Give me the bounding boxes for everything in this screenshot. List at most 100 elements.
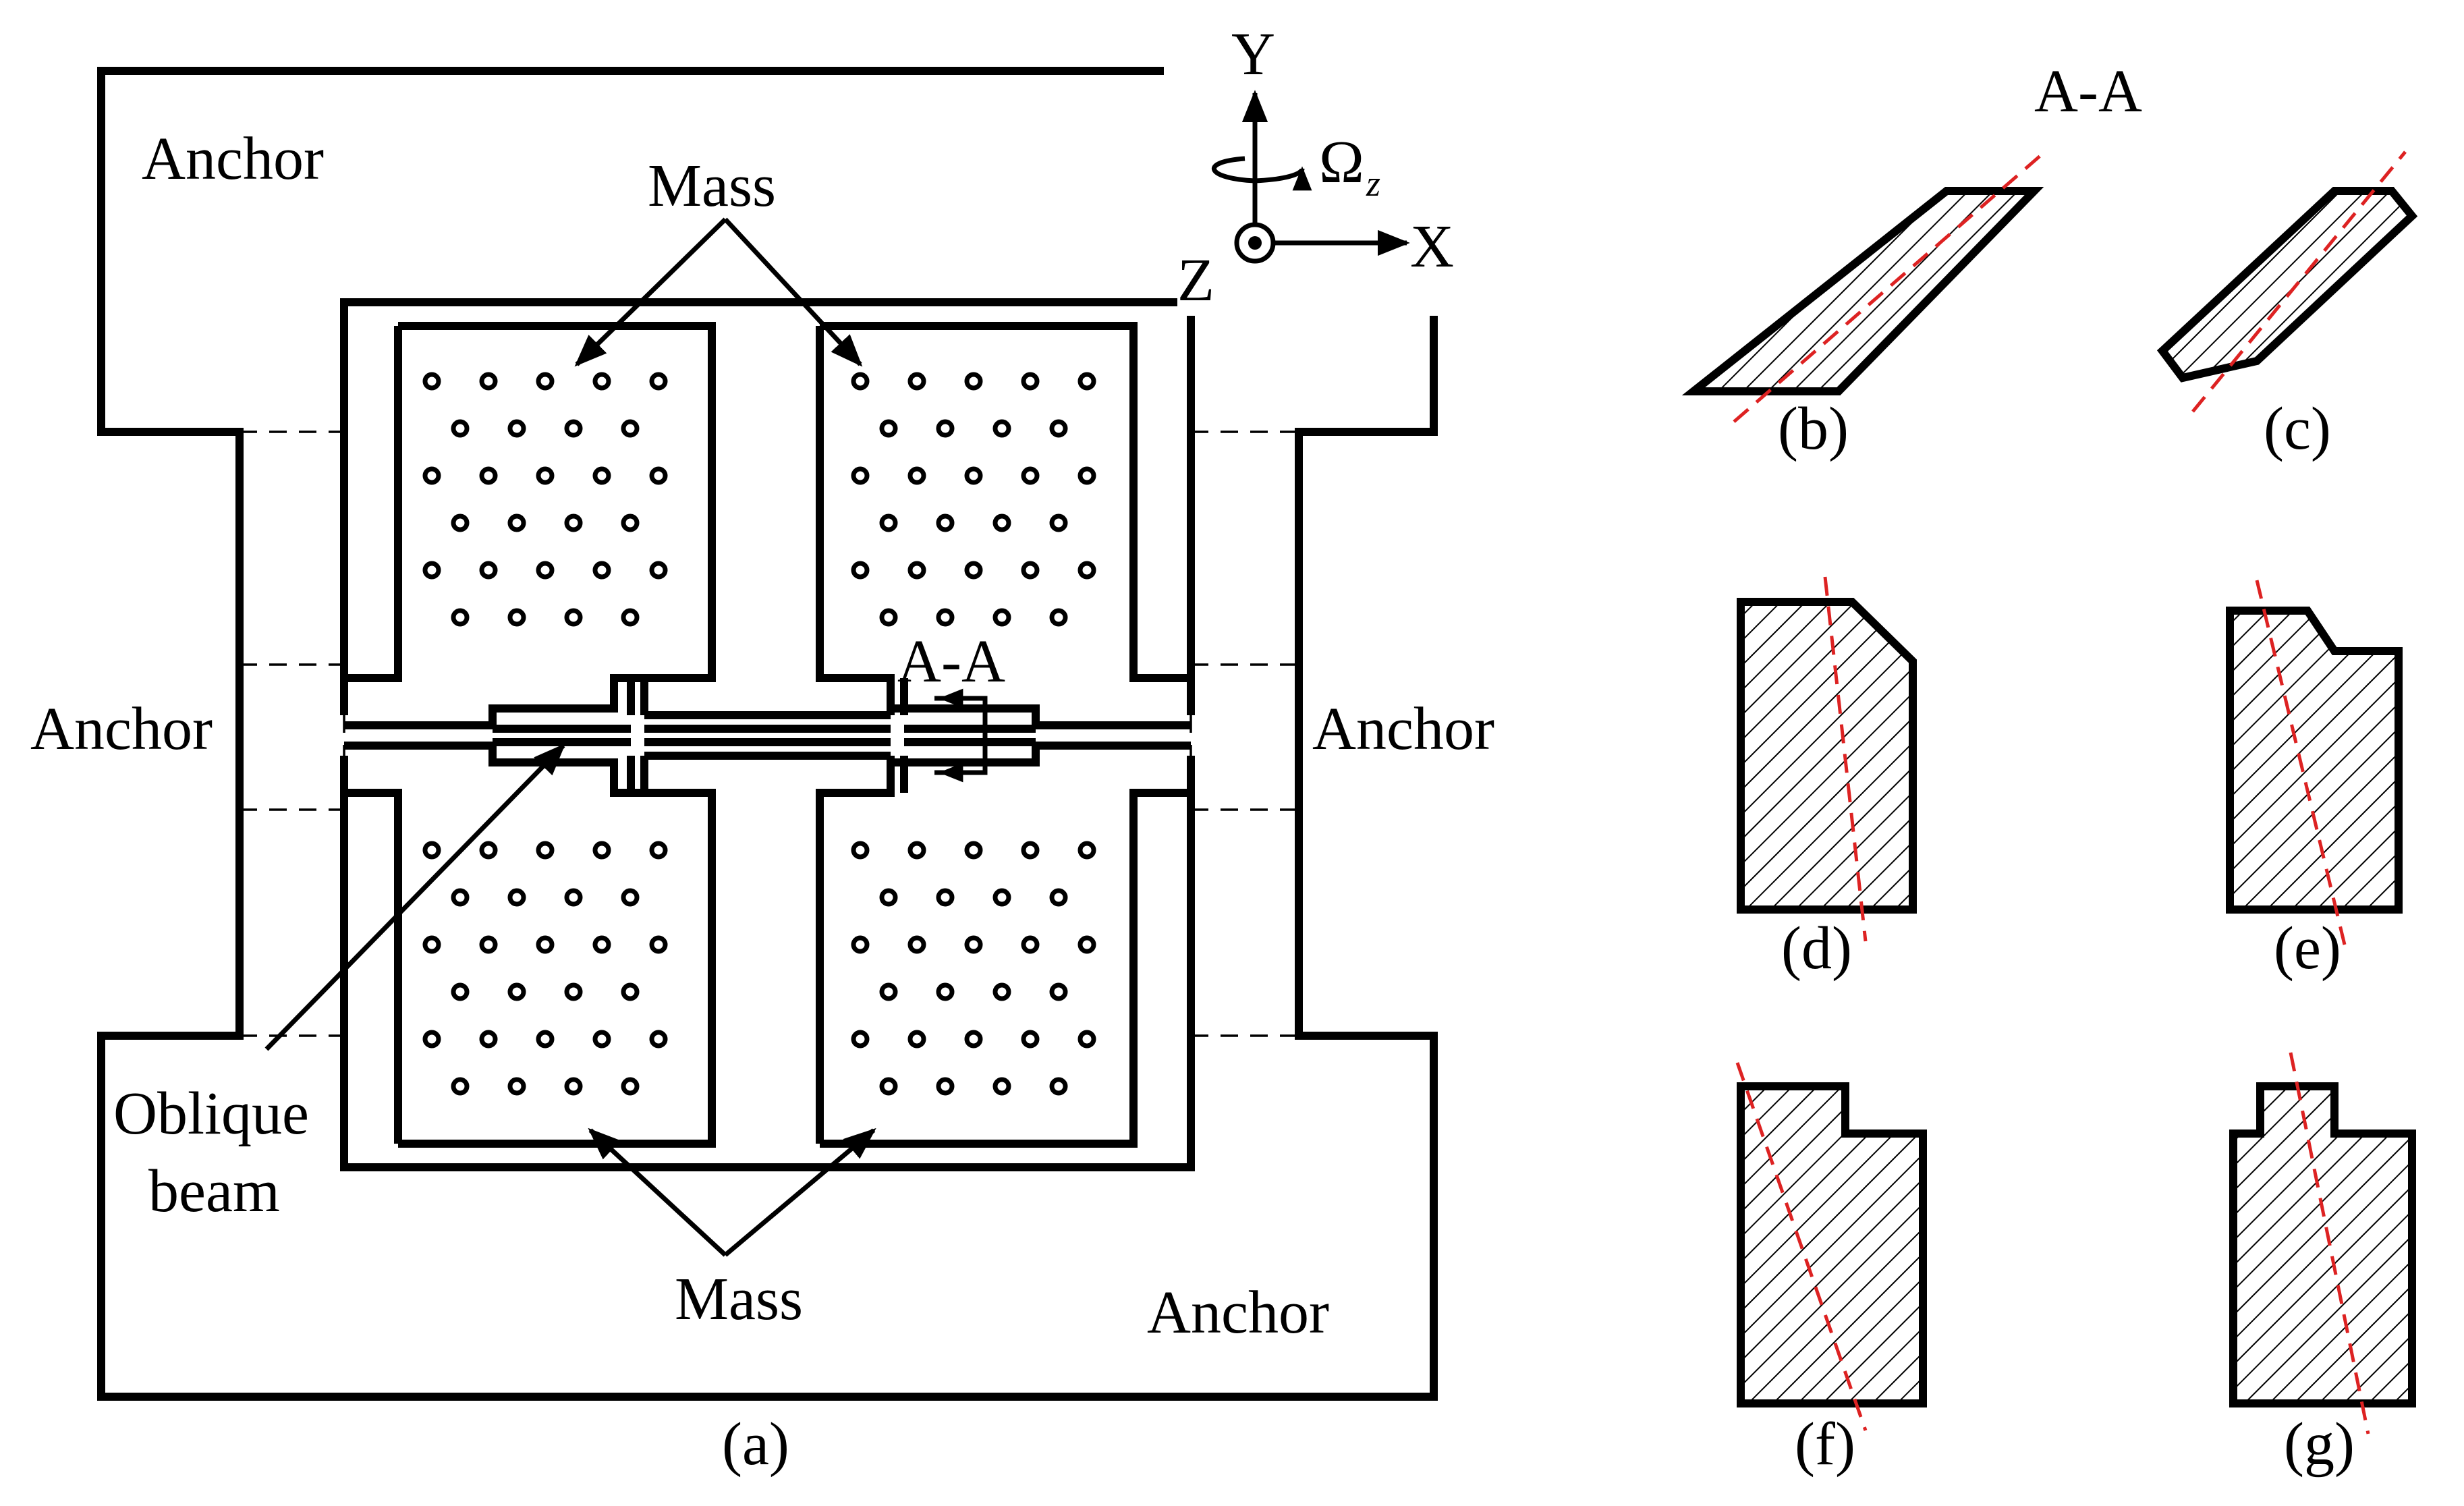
etch-hole: [649, 561, 668, 580]
etch-hole: [422, 841, 441, 860]
etch-hole: [564, 513, 583, 532]
etch-hole: [1021, 1030, 1040, 1049]
etch-hole: [451, 419, 470, 438]
etch-hole: [964, 561, 983, 580]
etch-hole: [564, 888, 583, 907]
etch-hole: [1077, 841, 1096, 860]
etch-hole: [536, 841, 555, 860]
cross-section-c: (c): [2156, 150, 2418, 462]
cross-section-e: (e): [2226, 580, 2403, 982]
etch-hole: [851, 561, 870, 580]
cross-section-d: (d): [1737, 576, 1917, 982]
etch-hole: [879, 982, 898, 1001]
etch-hole: [621, 419, 640, 438]
etch-hole: [479, 561, 498, 580]
etch-hole: [479, 466, 498, 485]
etch-hole: [592, 841, 611, 860]
etch-hole: [1049, 888, 1068, 907]
etch-hole: [992, 513, 1011, 532]
etch-hole: [907, 372, 926, 391]
label-omega-sub: z: [1366, 163, 1380, 204]
etch-hole: [1049, 982, 1068, 1001]
etch-hole: [479, 372, 498, 391]
etch-hole: [621, 608, 640, 627]
label-mass-bottom: Mass: [675, 1266, 803, 1333]
etch-hole: [536, 372, 555, 391]
etch-hole: [1049, 419, 1068, 438]
etch-hole: [851, 935, 870, 954]
rotation-arrow: [1211, 156, 1312, 191]
etch-hole: [564, 982, 583, 1001]
etch-hole: [564, 1077, 583, 1096]
labels-a: Anchor Anchor Anchor Anchor Mass Mass Ob…: [30, 21, 1494, 1478]
caption-a: (a): [722, 1411, 789, 1478]
caption-b: (b): [1778, 395, 1849, 462]
label-anchor-bottom-right: Anchor: [1147, 1279, 1329, 1346]
etch-hole: [936, 888, 955, 907]
etch-hole: [851, 466, 870, 485]
etch-hole: [851, 372, 870, 391]
etch-hole: [536, 466, 555, 485]
etch-hole: [621, 513, 640, 532]
etch-hole: [422, 561, 441, 580]
mass-bottom-right: [820, 789, 1191, 1148]
etch-hole: [936, 419, 955, 438]
etch-hole: [1049, 513, 1068, 532]
etch-hole: [592, 1030, 611, 1049]
etch-hole: [851, 1030, 870, 1049]
etch-hole: [592, 466, 611, 485]
caption-g: (g): [2284, 1411, 2355, 1478]
etch-hole: [592, 561, 611, 580]
etch-hole: [621, 888, 640, 907]
etch-hole: [536, 561, 555, 580]
center-beams: [493, 678, 1036, 793]
etch-hole: [992, 608, 1011, 627]
label-anchor-left: Anchor: [30, 696, 213, 762]
etch-hole: [907, 561, 926, 580]
etch-hole: [851, 841, 870, 860]
etch-hole: [1077, 1030, 1096, 1049]
etch-hole: [422, 372, 441, 391]
etch-hole: [649, 1030, 668, 1049]
etch-hole: [507, 419, 526, 438]
label-axis-x: X: [1410, 213, 1454, 280]
etch-hole: [422, 935, 441, 954]
etch-hole: [1021, 561, 1040, 580]
etch-hole: [992, 419, 1011, 438]
etch-hole: [479, 1030, 498, 1049]
etch-hole: [992, 888, 1011, 907]
section-marker: [934, 688, 988, 783]
etch-hole: [1049, 608, 1068, 627]
etch-hole: [964, 1030, 983, 1049]
inner-frame: [340, 298, 1195, 1171]
etch-hole: [1077, 561, 1096, 580]
etch-hole: [907, 466, 926, 485]
etch-hole: [621, 1077, 640, 1096]
etch-hole: [507, 1077, 526, 1096]
etch-hole: [964, 841, 983, 860]
etch-hole: [1077, 466, 1096, 485]
label-mass-top: Mass: [648, 152, 776, 219]
etch-hole: [879, 888, 898, 907]
etch-hole: [1021, 935, 1040, 954]
caption-c: (c): [2264, 395, 2331, 462]
etch-hole: [649, 466, 668, 485]
etch-hole: [564, 608, 583, 627]
etch-hole: [992, 1077, 1011, 1096]
etch-hole: [422, 466, 441, 485]
etch-hole: [879, 608, 898, 627]
etch-hole: [1077, 935, 1096, 954]
section-title: A-A: [2034, 58, 2142, 125]
label-anchor-right: Anchor: [1312, 696, 1494, 762]
label-anchor-top-left: Anchor: [142, 125, 324, 192]
etch-hole: [451, 888, 470, 907]
etch-hole: [621, 982, 640, 1001]
etch-hole: [964, 935, 983, 954]
etch-hole: [592, 372, 611, 391]
mass-top-right: [820, 322, 1191, 682]
label-oblique: Oblique: [113, 1080, 309, 1147]
etch-hole: [1049, 1077, 1068, 1096]
etch-hole: [649, 935, 668, 954]
etch-hole: [592, 935, 611, 954]
